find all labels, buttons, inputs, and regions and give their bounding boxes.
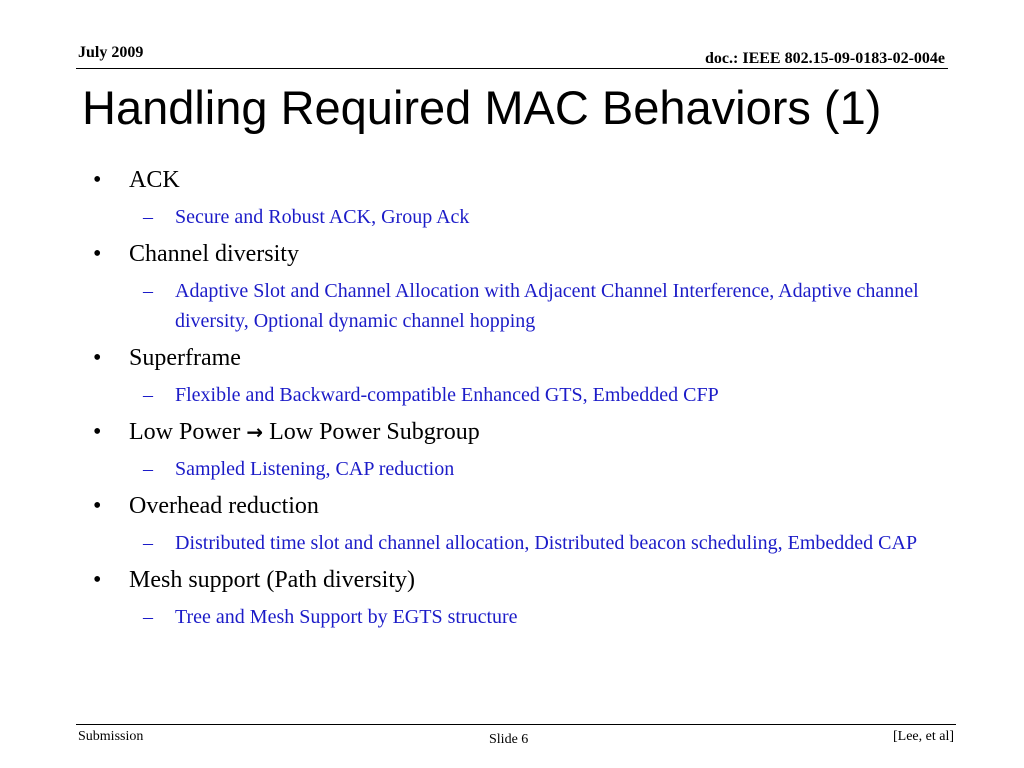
sub-bullet-marker: – [143, 458, 153, 480]
sub-bullet-text: Adaptive Slot and Channel Allocation wit… [175, 280, 919, 332]
bullet-marker: • [93, 493, 102, 519]
sub-bullet-ack: – Secure and Robust ACK, Group Ack [0, 202, 1024, 232]
slide-title: Handling Required MAC Behaviors (1) [82, 81, 882, 134]
header-divider [76, 68, 948, 69]
sub-bullet-mesh-support: – Tree and Mesh Support by EGTS structur… [0, 602, 1024, 632]
sub-bullet-marker: – [143, 280, 153, 302]
bullet-text: Low Power [129, 419, 241, 445]
sub-bullet-text: Tree and Mesh Support by EGTS structure [175, 606, 518, 628]
bullet-marker: • [93, 167, 102, 193]
arrow-right-icon: → [246, 420, 264, 444]
bullet-low-power: • Low Power → Low Power Subgroup [0, 417, 1024, 447]
bullet-superframe: • Superframe [0, 343, 1024, 373]
footer-divider [76, 724, 956, 725]
bullet-text: ACK [129, 167, 180, 193]
sub-bullet-overhead-reduction: – Distributed time slot and channel allo… [0, 528, 1024, 558]
bullet-text-after-arrow: Low Power Subgroup [269, 419, 480, 445]
sub-bullet-marker: – [143, 606, 153, 628]
footer-slide-number: Slide 6 [489, 732, 529, 747]
bullet-text: Superframe [129, 345, 241, 371]
sub-bullet-channel-diversity: – Adaptive Slot and Channel Allocation w… [0, 276, 1024, 336]
bullet-mesh-support: • Mesh support (Path diversity) [0, 565, 1024, 595]
header-date: July 2009 [78, 44, 144, 61]
bullet-marker: • [93, 419, 102, 445]
bullet-text: Overhead reduction [129, 493, 319, 519]
sub-bullet-low-power: – Sampled Listening, CAP reduction [0, 454, 1024, 484]
sub-bullet-text: Distributed time slot and channel alloca… [175, 532, 918, 554]
sub-bullet-marker: – [143, 206, 153, 228]
sub-bullet-marker: – [143, 384, 153, 406]
sub-bullet-marker: – [143, 532, 153, 554]
bullet-marker: • [93, 567, 102, 593]
bullet-channel-diversity: • Channel diversity [0, 239, 1024, 269]
header-doc-id: doc.: IEEE 802.15-09-0183-02-004e [705, 50, 945, 67]
footer-submission: Submission [78, 729, 144, 744]
bullet-ack: • ACK [0, 165, 1024, 195]
sub-bullet-text: Sampled Listening, CAP reduction [175, 458, 455, 480]
bullet-text: Mesh support (Path diversity) [129, 567, 415, 593]
bullet-marker: • [93, 345, 102, 371]
bullet-overhead-reduction: • Overhead reduction [0, 491, 1024, 521]
bullet-marker: • [93, 241, 102, 267]
footer-authors: [Lee, et al] [892, 729, 954, 744]
bullet-text: Channel diversity [129, 241, 299, 267]
sub-bullet-superframe: – Flexible and Backward-compatible Enhan… [0, 380, 1024, 410]
sub-bullet-text: Flexible and Backward-compatible Enhance… [175, 384, 719, 406]
sub-bullet-text: Secure and Robust ACK, Group Ack [175, 206, 470, 228]
bullet-list: • ACK – Secure and Robust ACK, Group Ack… [0, 165, 1024, 632]
